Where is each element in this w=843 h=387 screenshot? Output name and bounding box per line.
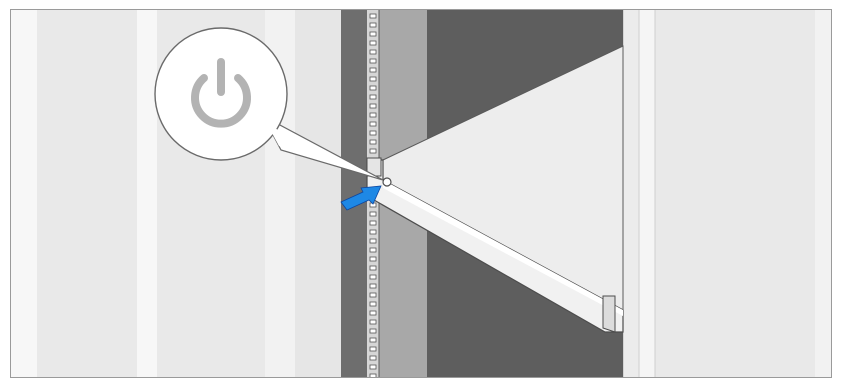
rail-hole <box>369 22 377 28</box>
background-panels <box>11 10 831 377</box>
panel-1 <box>11 10 37 377</box>
rail-hole <box>369 247 377 253</box>
rail-hole <box>369 76 377 82</box>
panel-2 <box>37 10 137 377</box>
panel-6 <box>295 10 341 377</box>
rail-hole <box>369 148 377 154</box>
rail-hole <box>369 319 377 325</box>
panel-7 <box>623 10 639 377</box>
rail-hole <box>369 58 377 64</box>
rail-hole <box>369 238 377 244</box>
rail-hole <box>369 103 377 109</box>
panel-8 <box>639 10 655 377</box>
rail-hole <box>369 346 377 352</box>
rail-hole <box>369 265 377 271</box>
rail-hole <box>369 49 377 55</box>
panel-10 <box>815 10 831 377</box>
rail-hole <box>369 337 377 343</box>
bezel-handle-right <box>602 295 616 333</box>
rail-hole <box>369 373 377 377</box>
power-callout <box>154 27 384 181</box>
rail-hole <box>369 211 377 217</box>
rail-hole <box>369 121 377 127</box>
rail-hole <box>369 292 377 298</box>
rail-hole <box>369 301 377 307</box>
rail-hole <box>369 283 377 289</box>
server-bezel <box>366 157 624 333</box>
server-front-highlight <box>383 180 623 316</box>
rail-hole <box>369 274 377 280</box>
rail-hole <box>369 94 377 100</box>
rail-hole <box>369 256 377 262</box>
rail-hole <box>369 328 377 334</box>
arrow-icon <box>340 185 382 211</box>
server-power-illustration <box>11 10 831 377</box>
panel-3 <box>137 10 157 377</box>
rail-hole <box>369 67 377 73</box>
rail-hole <box>369 31 377 37</box>
rail-hole <box>369 229 377 235</box>
rail-hole <box>369 139 377 145</box>
rail-hole <box>369 355 377 361</box>
rail-hole <box>369 40 377 46</box>
power-button <box>382 177 392 187</box>
rail-hole <box>369 130 377 136</box>
illustration-frame <box>10 9 832 378</box>
rail-hole <box>369 85 377 91</box>
rack-rail-holes <box>369 13 377 377</box>
rail-hole <box>369 310 377 316</box>
callout-pointer-cover <box>265 120 311 156</box>
panel-9 <box>655 10 815 377</box>
rail-hole <box>369 13 377 19</box>
rail-hole <box>369 220 377 226</box>
power-icon <box>191 58 251 128</box>
rail-hole <box>369 364 377 370</box>
rail-hole <box>369 112 377 118</box>
